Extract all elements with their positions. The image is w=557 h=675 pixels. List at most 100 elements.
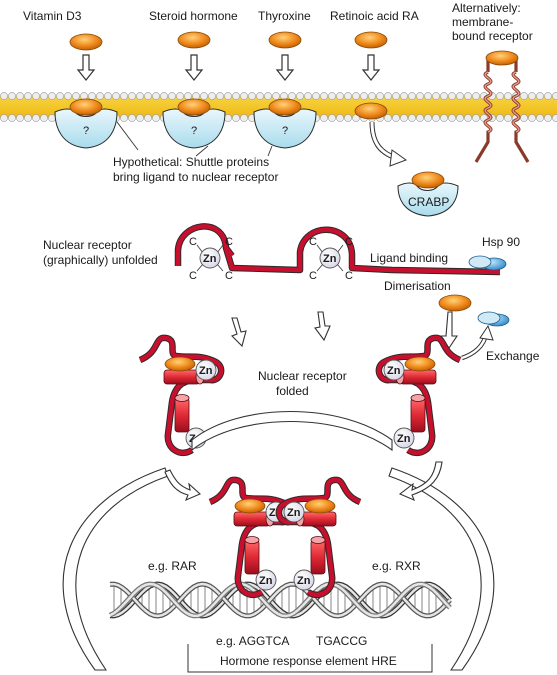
receptor-chain (139, 335, 224, 456)
lipid-head (24, 92, 32, 100)
helix-cylinder-icon (233, 511, 271, 527)
lipid-head (176, 92, 184, 100)
cysteine-label: C (345, 236, 353, 248)
lipid-head (544, 114, 552, 122)
lipid-head (120, 114, 128, 122)
lipid-head (472, 92, 480, 100)
arrow-down-icon (184, 54, 204, 81)
helix-cylinder-icon (310, 539, 326, 575)
lipid-head (504, 114, 512, 122)
lipid-head (80, 92, 88, 100)
lipid-head (392, 114, 400, 122)
lipid-head (96, 92, 104, 100)
lipid-head (184, 92, 192, 100)
lipid-head (0, 92, 8, 100)
label-bound-receptor: bound receptor (452, 29, 533, 43)
zinc-label: Zn (203, 253, 217, 265)
lipid-head (424, 114, 432, 122)
lipid-head (216, 92, 224, 100)
lipid-head (456, 92, 464, 100)
lipid-head (16, 92, 24, 100)
helix-cylinder-icon (174, 397, 190, 433)
lipid-head (160, 92, 168, 100)
helix-cylinder-icon (410, 397, 426, 433)
ligand-icon (411, 171, 445, 189)
lipid-head (520, 114, 528, 122)
lipid-head (192, 92, 200, 100)
lipid-head (296, 92, 304, 100)
arrow-curved-icon (164, 469, 202, 502)
zinc-label: Zn (259, 575, 273, 587)
lipid-head (352, 92, 360, 100)
hsp90-icon (477, 311, 501, 325)
lipid-head (496, 114, 504, 122)
lipid-head (88, 92, 96, 100)
zinc-ion-icon (393, 427, 415, 449)
lipid-head (240, 114, 248, 122)
lipid-head (552, 92, 557, 100)
hre-bracket (187, 644, 433, 673)
rxr-label: e.g. RXR (372, 559, 421, 573)
arrow-down-icon (439, 311, 459, 349)
lipid-head (336, 92, 344, 100)
lipid-head (408, 114, 416, 122)
shuttle-protein-2: ? (162, 98, 226, 149)
lipid-head (152, 92, 160, 100)
lipid-head (0, 114, 8, 122)
cysteine-label: C (225, 236, 233, 248)
ligand-icon (268, 98, 302, 116)
arrow-curved-icon (389, 149, 408, 167)
label-membrane: membrane- (452, 15, 513, 29)
ligand-icon (69, 98, 103, 116)
label-thyroxine: Thyroxine (258, 9, 311, 23)
lipid-head (416, 114, 424, 122)
lipid-head (360, 92, 368, 100)
lipid-head (384, 92, 392, 100)
shuttle-question-mark: ? (83, 125, 89, 137)
lipid-head (544, 92, 552, 100)
lipid-head (312, 92, 320, 100)
exchange-arrow-icon (479, 324, 494, 341)
rar-label: e.g. RAR (148, 559, 197, 573)
lipid-head (264, 92, 272, 100)
lipid-head (384, 114, 392, 122)
lipid-head (64, 92, 72, 100)
helix-cylinder-icon (244, 539, 260, 575)
zinc-label: Zn (387, 365, 401, 377)
lipid-head (288, 92, 296, 100)
lipid-head (240, 92, 248, 100)
zinc-ion-icon (283, 501, 305, 523)
shuttle-protein-3: ? (253, 98, 317, 149)
lipid-head (152, 114, 160, 122)
lipid-head (104, 92, 112, 100)
zinc-finger-2: C C C C Zn (309, 236, 353, 282)
lipid-head (552, 114, 557, 122)
lipid-head (224, 92, 232, 100)
shuttle-question-mark: ? (282, 125, 288, 137)
lipid-head (256, 92, 264, 100)
lipid-head (72, 92, 80, 100)
arrow-down-icon (76, 54, 96, 81)
lipid-head (368, 92, 376, 100)
lipid-head (112, 92, 120, 100)
zinc-ion-icon (255, 569, 277, 591)
lipid-head (400, 92, 408, 100)
lipid-head (16, 114, 24, 122)
lipid-head (24, 114, 32, 122)
lipid-head (136, 114, 144, 122)
lipid-head (456, 114, 464, 122)
zinc-label: Zn (323, 253, 337, 265)
hsp90-icon (468, 255, 492, 269)
lipid-head (144, 114, 152, 122)
arrow-curved-icon (398, 461, 443, 502)
zinc-ion-icon (383, 359, 405, 381)
lipid-head (56, 92, 64, 100)
zinc-ion-icon (293, 569, 315, 591)
zinc-label: Zn (287, 507, 301, 519)
lipid-head (32, 92, 40, 100)
zinc-ion-icon (319, 247, 341, 269)
label-steroid-hormone: Steroid hormone (149, 9, 238, 23)
lipid-head (208, 92, 216, 100)
